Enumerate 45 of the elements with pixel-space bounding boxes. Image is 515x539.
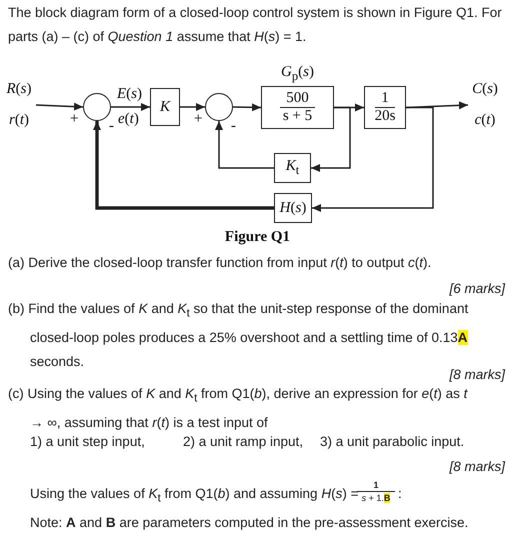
list-item: 3) a unit parabolic input.: [320, 433, 464, 451]
marks-label: [8 marks]: [449, 458, 505, 476]
arrow: [406, 101, 468, 110]
fraction-numerator: 1: [357, 479, 395, 492]
marks-label: [8 marks]: [449, 366, 505, 384]
sign-label: -: [231, 117, 236, 135]
arrow: [180, 103, 205, 111]
signal-label: R(s): [6, 81, 32, 98]
feedback-gain-block: K$_{t}$: [274, 153, 311, 183]
feedback-block: H(s): [274, 193, 312, 223]
arrow: [111, 103, 150, 111]
signal-label: e(t): [118, 110, 139, 128]
signal-label: c(t): [474, 112, 496, 129]
list-item: 2) a unit ramp input,: [183, 433, 304, 451]
arrow: [312, 106, 434, 212]
numerator: 500: [280, 90, 315, 108]
list-item: 1) a unit step input,: [30, 433, 145, 451]
integrator-block: [364, 86, 406, 129]
block-title: G$_{p}$(s): [280, 63, 315, 85]
sign-label: +: [194, 110, 202, 128]
signal-label: E(s): [117, 85, 142, 103]
arrow: [93, 121, 274, 210]
gain-block: K: [150, 88, 180, 126]
sign-label: -: [109, 117, 114, 135]
arrow: [36, 102, 84, 111]
sign-label: +: [70, 110, 78, 128]
punctuation: :: [398, 485, 402, 503]
paragraph: The block diagram form of a closed-loop control system is shown in Figure Q1. For parts (a) – (c) of Question 1 assume that H(s) = 1.: [8, 4, 503, 46]
fraction-denominator: s + 1.B: [360, 492, 392, 504]
summing-junction: [205, 93, 233, 121]
summing-junction: [83, 93, 111, 121]
arrow: [215, 121, 274, 169]
numerator: 1: [375, 90, 395, 108]
denominator: s + 5: [282, 108, 314, 125]
arrow: [311, 106, 351, 172]
note-text: Note: A and B are parameters computed in the pre-assessment exercise.: [30, 514, 468, 532]
question-text: (b) Find the values of K and K$_{t}$ so that the unit-step response of the dominant closed-loop poles produces a 25% overshoot and a settling time of 0.13A seconds.: [8, 300, 470, 369]
arrow: [232, 103, 262, 112]
signal-label: C(s): [472, 81, 498, 98]
question-text: (c) Using the values of K and K$_{t}$ from Q1(b), derive an expression for e(t) as t → ∞, assuming that r(t) is a test input of: [8, 385, 469, 432]
question-text: (a) Derive the closed-loop transfer function from input r(t) to output c(t).: [8, 254, 432, 272]
marks-label: [6 marks]: [449, 280, 505, 298]
denominator: 20s: [374, 108, 396, 125]
signal-label: r(t): [8, 112, 29, 129]
figure-caption: Figure Q1: [224, 228, 292, 246]
